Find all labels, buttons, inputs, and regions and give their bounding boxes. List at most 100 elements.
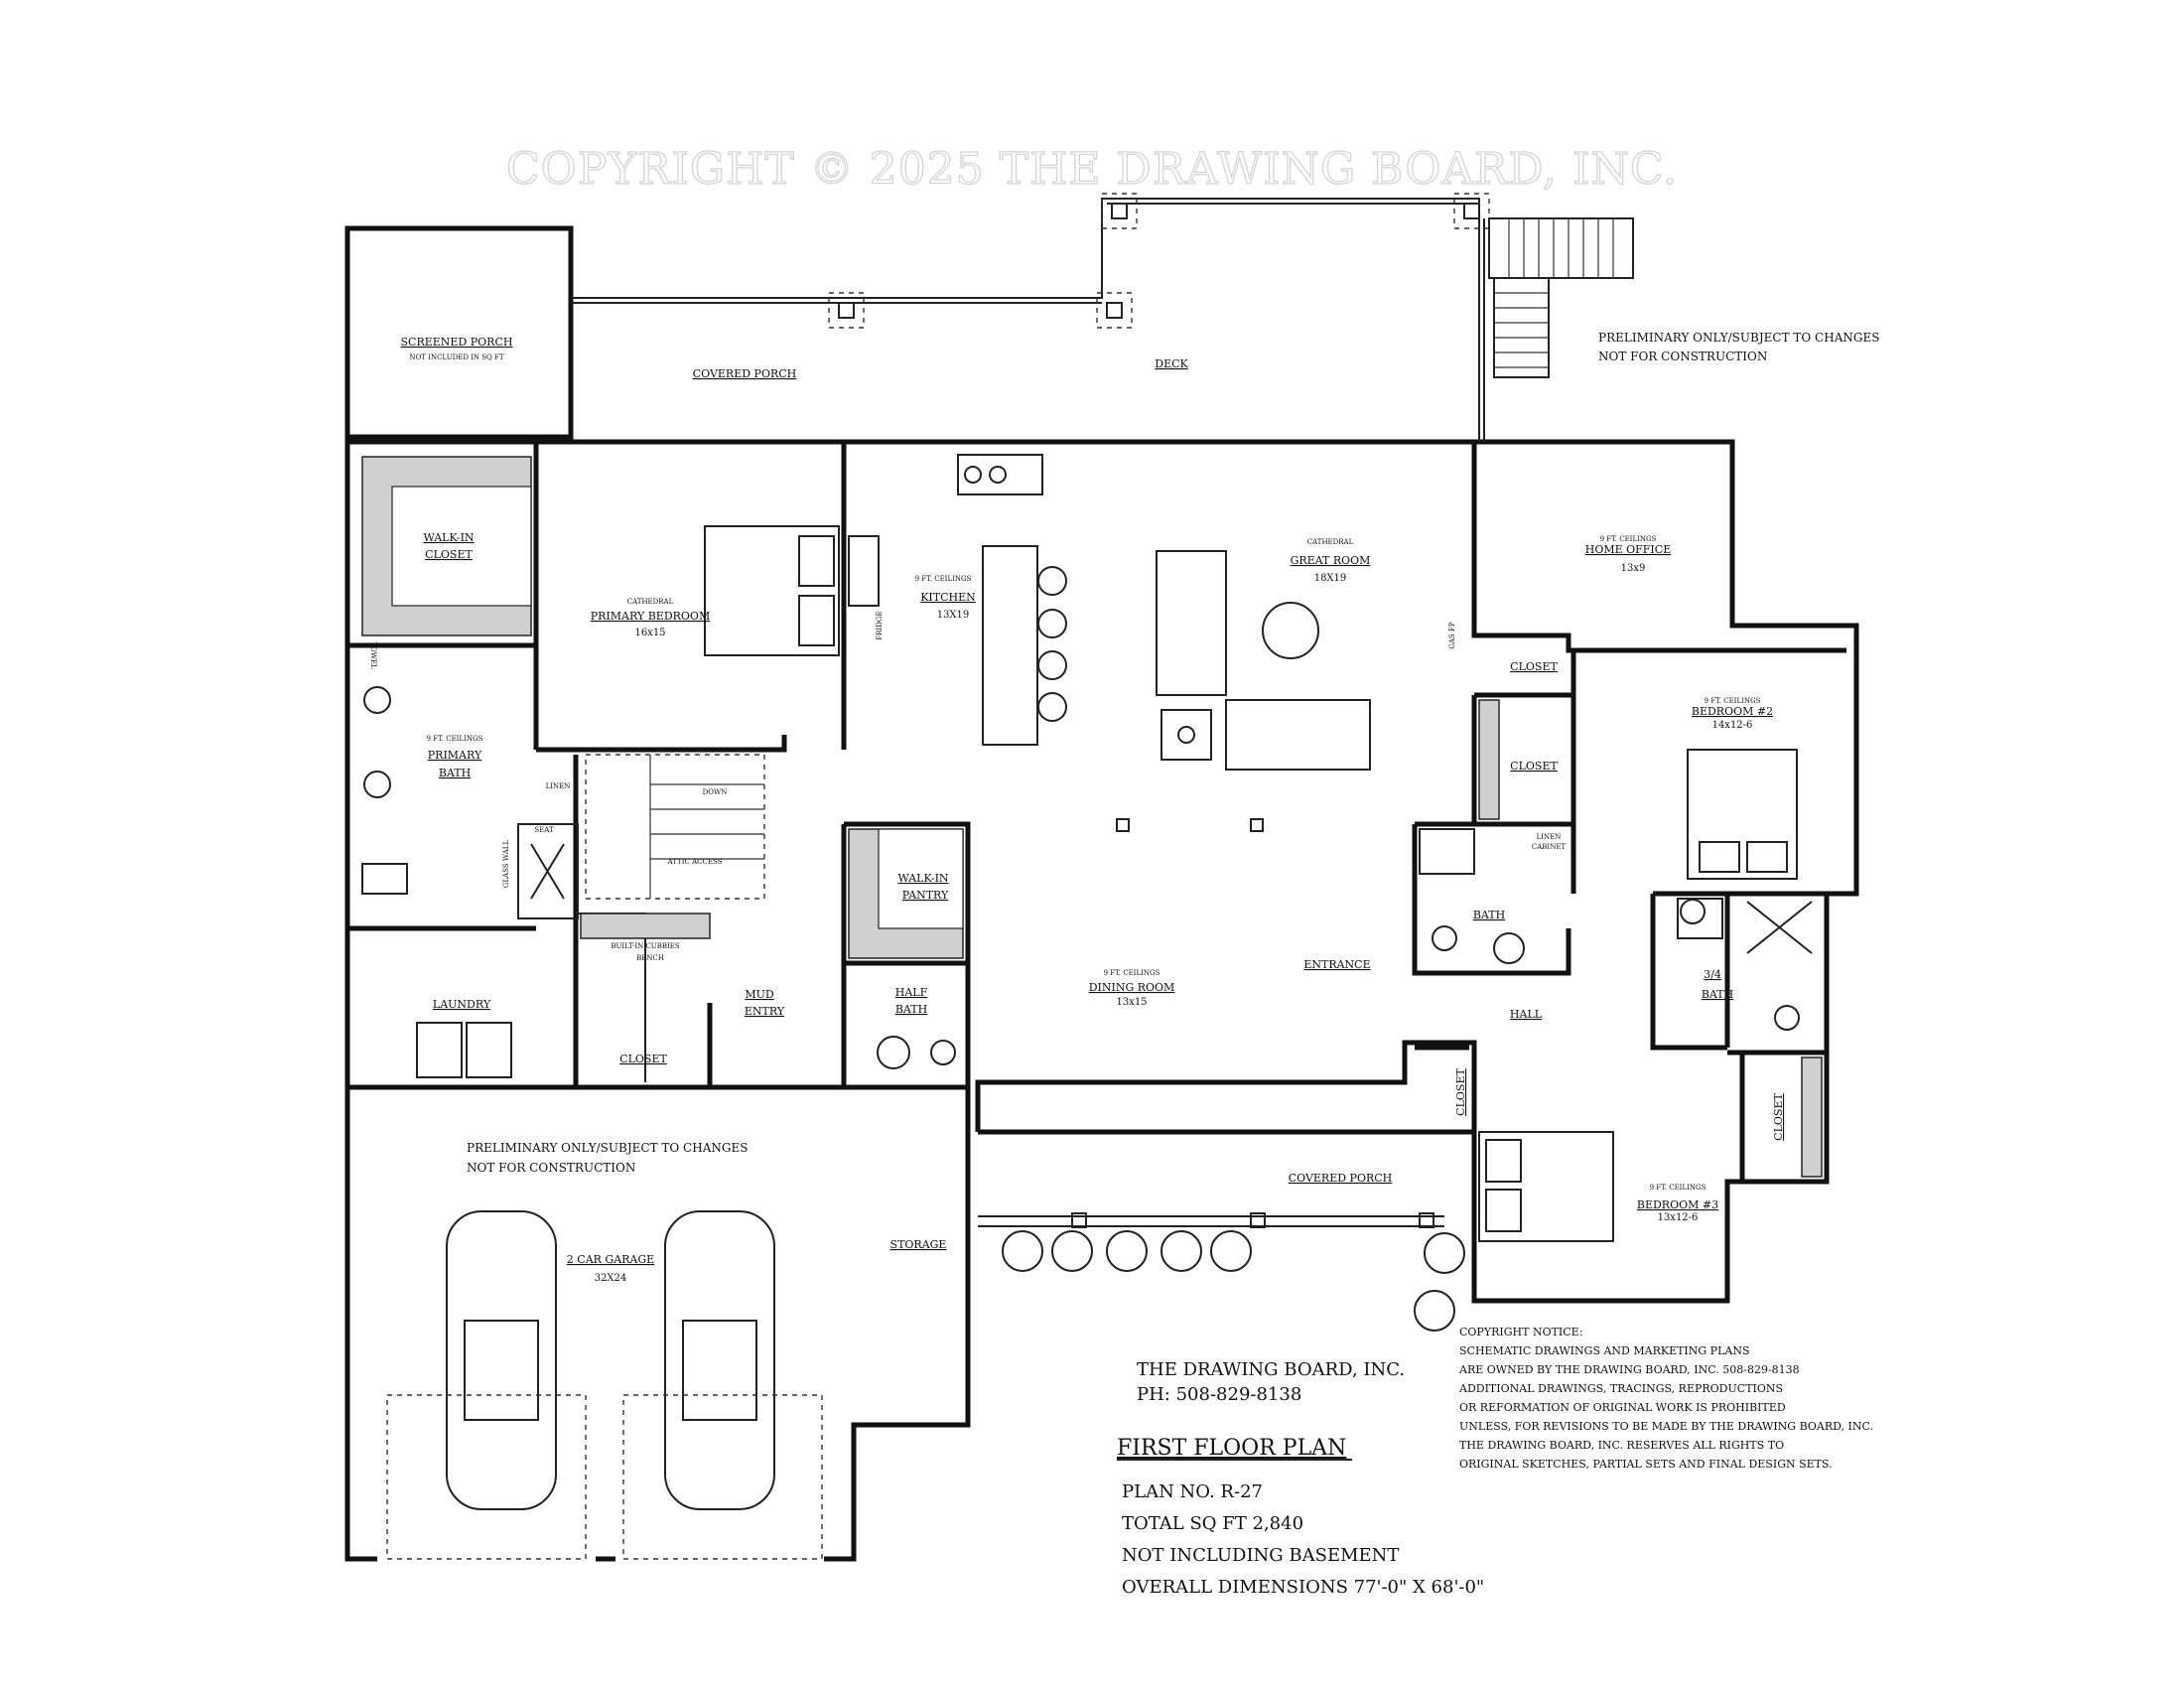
copyright-notice-line: ARE OWNED BY THE DRAWING BOARD, INC. 508… (1458, 1363, 1800, 1376)
foyer-closet-label: CLOSET (1454, 1068, 1467, 1116)
primary-bedroom-label: PRIMARY BEDROOM (591, 610, 710, 623)
plan-overall-dimensions: OVERALL DIMENSIONS 77'-0" X 68'-0" (1122, 1577, 1484, 1598)
great-room-size: 18X19 (1314, 573, 1347, 584)
half-bath-label-2: BATH (895, 1003, 927, 1016)
copyright-notice-line: COPYRIGHT NOTICE: (1459, 1326, 1582, 1338)
bedroom3-bed-icon (1478, 1131, 1614, 1242)
company-phone: PH: 508-829-8138 (1137, 1384, 1301, 1405)
hall-label: HALL (1510, 1008, 1543, 1021)
kitchen-size: 13X19 (937, 610, 970, 621)
plan-title: FIRST FLOOR PLAN (1117, 1436, 1346, 1461)
plan-number: PLAN NO. R-27 (1122, 1481, 1263, 1502)
linen-cabinet-label-1: LINEN (1537, 833, 1562, 841)
bedroom2-label: BEDROOM #2 (1692, 705, 1773, 718)
glass-wall-label: GLASS WALL (502, 840, 510, 889)
down-label: DOWN (703, 788, 728, 796)
interior-walls (347, 442, 1846, 1182)
fridge-label: FRIDGE (876, 611, 884, 639)
covered-porch-front-label: COVERED PORCH (1289, 1172, 1393, 1185)
rear-porch-deck (571, 193, 1634, 442)
cubbies-label-1: BUILT-IN CUBBIES (611, 942, 680, 950)
mud-closet-label: CLOSET (619, 1053, 667, 1065)
preliminary-note-garage-1: PRELIMINARY ONLY/SUBJECT TO CHANGES (467, 1141, 748, 1155)
mud-entry-label-1: MUD (745, 988, 774, 1001)
closet-shelf-b3 (1801, 1056, 1823, 1178)
preliminary-note-garage-2: NOT FOR CONSTRUCTION (467, 1161, 635, 1175)
front-porch-rail (978, 1212, 1444, 1228)
office-closet-label: CLOSET (1510, 660, 1558, 673)
preliminary-note-top-1: PRELIMINARY ONLY/SUBJECT TO CHANGES (1598, 331, 1879, 345)
primary-bed-icon (704, 525, 840, 656)
three-quarter-bath-label-2: BATH (1702, 988, 1733, 1001)
copyright-notice-line: ORIGINAL SKETCHES, PARTIAL SETS AND FINA… (1459, 1458, 1833, 1471)
laundry-appliances (416, 1022, 512, 1078)
dining-size: 13x15 (1116, 997, 1147, 1008)
covered-porch-rear-label: COVERED PORCH (693, 367, 797, 380)
bedroom3-closet-label: CLOSET (1772, 1093, 1785, 1141)
bedroom2-size: 14x12-6 (1712, 720, 1753, 731)
garage-size: 32X24 (595, 1273, 627, 1284)
garage-walls (347, 1084, 971, 1562)
primary-bath-ceiling: 9 FT. CEILINGS (427, 735, 483, 743)
three-quarter-bath-label-1: 3/4 (1704, 968, 1721, 981)
home-office-ceiling: 9 FT. CEILINGS (1600, 535, 1657, 543)
primary-bedroom-size: 16x15 (634, 628, 665, 638)
hall-closet-label: CLOSET (1510, 760, 1558, 773)
linen-label: LINEN (546, 782, 571, 790)
half-bath-label-1: HALF (895, 986, 928, 999)
gas-fp-label: GAS FP (1448, 622, 1456, 649)
garage-cars (386, 1210, 823, 1560)
front-entry-wall (975, 1040, 1477, 1132)
bath-fixtures (361, 686, 1813, 1069)
bath-label: BATH (1473, 909, 1505, 921)
plan-total-sqft: TOTAL SQ FT 2,840 (1122, 1513, 1303, 1534)
primary-bath-label-1: PRIMARY (428, 749, 482, 762)
screened-porch-walls (344, 225, 574, 440)
exterior-walls (344, 225, 1859, 1562)
bedroom2-ceiling: 9 FT. CEILINGS (1705, 697, 1761, 705)
attic-access-label: ATTIC ACCESS (667, 858, 723, 866)
kitchen-ceiling: 9 FT. CEILINGS (915, 575, 972, 583)
storage-label: STORAGE (890, 1238, 947, 1251)
home-office-size: 13x9 (1621, 563, 1646, 574)
garage-label: 2 CAR GARAGE (567, 1253, 654, 1266)
copyright-notice: COPYRIGHT NOTICE: SCHEMATIC DRAWINGS AND… (1458, 1326, 1873, 1471)
seat-label: SEAT (534, 826, 554, 834)
cubbies-label-2: BENCH (636, 954, 664, 962)
copyright-notice-line: OR REFORMATION OF ORIGINAL WORK IS PROHI… (1459, 1401, 1786, 1414)
entrance-label: ENTRANCE (1303, 958, 1370, 971)
mud-entry-label-2: ENTRY (745, 1005, 785, 1018)
screened-porch-note: NOT INCLUDED IN SQ FT (409, 353, 503, 361)
dining-ceiling: 9 FT. CEILINGS (1104, 969, 1160, 977)
plan-basement-note: NOT INCLUDING BASEMENT (1122, 1545, 1399, 1566)
basement-stairs (585, 754, 765, 900)
primary-bedroom-ceiling: CATHEDRAL (627, 598, 674, 606)
dining-label: DINING ROOM (1089, 981, 1175, 994)
great-room-furniture (1156, 550, 1371, 771)
great-room-ceiling: CATHEDRAL (1307, 538, 1354, 546)
cubbies-bench (580, 913, 711, 939)
column (1116, 818, 1130, 832)
company-name: THE DRAWING BOARD, INC. (1137, 1359, 1405, 1380)
copyright-notice-line: UNLESS, FOR REVISIONS TO BE MADE BY THE … (1459, 1420, 1873, 1433)
bedroom3-size: 13x12-6 (1658, 1212, 1699, 1223)
closet-shelf (1478, 699, 1500, 820)
screened-porch-label: SCREENED PORCH (401, 336, 513, 349)
copyright-notice-line: SCHEMATIC DRAWINGS AND MARKETING PLANS (1459, 1344, 1750, 1357)
copyright-notice-line: THE DRAWING BOARD, INC. RESERVES ALL RIG… (1459, 1439, 1784, 1452)
bedroom3-ceiling: 9 FT. CEILINGS (1650, 1184, 1706, 1192)
pantry-label-1: WALK-IN (897, 872, 948, 885)
walk-in-closet-label-1: WALK-IN (423, 531, 474, 544)
shrubs (1002, 1230, 1465, 1332)
bedroom3-label: BEDROOM #3 (1637, 1198, 1718, 1211)
laundry-label: LAUNDRY (433, 998, 491, 1011)
kitchen-island (848, 454, 1067, 746)
linen-cabinet-label-2: CABINET (1532, 843, 1567, 851)
deck-stairs (1488, 217, 1634, 378)
copyright-notice-line: ADDITIONAL DRAWINGS, TRACINGS, REPRODUCT… (1458, 1382, 1783, 1395)
home-office-label: HOME OFFICE (1585, 543, 1671, 556)
kitchen-label: KITCHEN (920, 591, 976, 604)
pantry-label-2: PANTRY (902, 889, 949, 902)
copyright-watermark: COPYRIGHT © 2025 THE DRAWING BOARD, INC. (506, 144, 1678, 195)
